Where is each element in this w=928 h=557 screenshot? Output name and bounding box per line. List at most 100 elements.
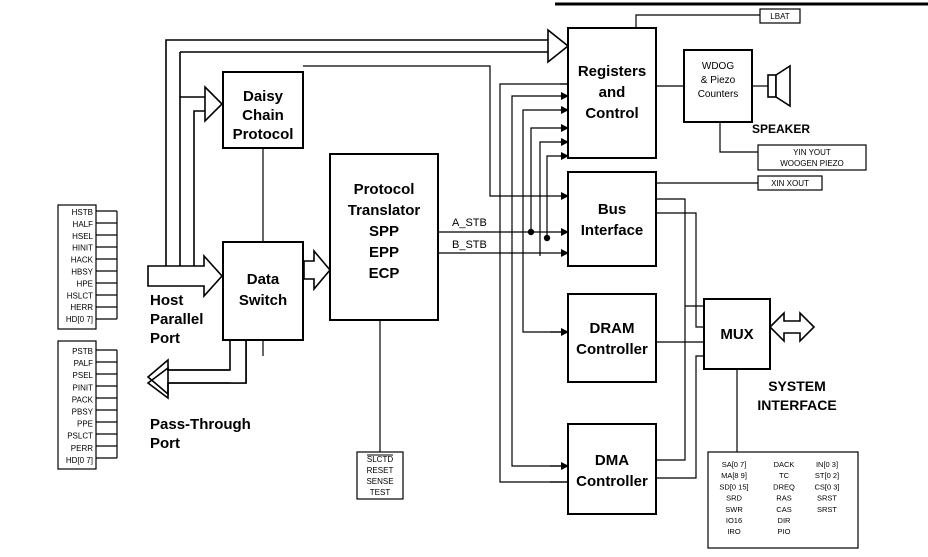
host-pin-label: HERR — [70, 303, 93, 312]
host-pin-label: HD[0 7] — [66, 315, 93, 324]
svg-text:XIN XOUT: XIN XOUT — [771, 179, 809, 188]
system-pin-label: IO16 — [726, 516, 742, 525]
system-pin-label: SD[0 15] — [719, 482, 748, 491]
system-pin-label: SRD — [726, 494, 742, 503]
host-to-registers-arrow — [165, 39, 548, 266]
bus-interface-line: Interface — [581, 222, 644, 239]
protocol-translator-line: EPP — [369, 244, 399, 261]
pass-pin-label: PBSY — [72, 408, 94, 417]
host-to-switch-arrow — [147, 253, 224, 299]
system-pin-label: PIO — [778, 527, 791, 536]
switch-to-translator-arrow — [303, 248, 332, 292]
blocks-to-mux-lines — [656, 198, 704, 479]
pass-pin-label: PERR — [71, 444, 93, 453]
svg-text:LBAT: LBAT — [770, 12, 790, 21]
daisy-chain-line: Chain — [242, 107, 284, 124]
system-pin-label: CAS — [776, 505, 791, 514]
pass-pin-label: PSLCT — [67, 432, 93, 441]
svg-text:MUX: MUX — [720, 326, 753, 343]
test-pin-label: TEST — [370, 488, 391, 497]
pass-pin-label: PINIT — [73, 383, 94, 392]
host-pin-label: HPE — [77, 279, 93, 288]
mux-block: MUX — [703, 298, 771, 370]
test-pin-label: RESET — [367, 466, 394, 475]
svg-text:YIN YOUT: YIN YOUT — [793, 148, 831, 157]
system-pin-label: CS[0 3] — [814, 482, 839, 491]
protocol-translator-line: Protocol — [354, 181, 415, 198]
system-pin-label: DACK — [774, 460, 795, 469]
xin-xout-signal-box: XIN XOUT — [757, 175, 823, 191]
pass-pin-label: HD[0 7] — [66, 456, 93, 465]
pass-pin-label: PALF — [74, 359, 94, 368]
lbat-signal-box: LBAT — [759, 8, 801, 24]
wdog-line: & Piezo — [701, 75, 736, 86]
pass-pin-label: PSTB — [72, 347, 93, 356]
host-pin-label: HINIT — [72, 244, 93, 253]
bus-to-register-lines — [499, 83, 568, 256]
speaker-label: SPEAKER — [752, 122, 810, 136]
test-pin-box: SLCTD RESET SENSE TEST — [356, 451, 404, 500]
host-port-pin-table: HSTBHALFHSELHINITHACKHBSYHPEHSLCTHERRHD[… — [57, 204, 118, 330]
pass-pin-label: PSEL — [73, 371, 94, 380]
system-pin-label: MA[8 9] — [721, 471, 747, 480]
system-pin-label: IN[0 3] — [816, 460, 838, 469]
pass-pin-label: PPE — [77, 420, 93, 429]
bus-to-dram-lines — [499, 256, 568, 483]
daisy-chain-line: Protocol — [233, 126, 294, 143]
system-pin-label: SRST — [817, 494, 837, 503]
system-pin-label: SRST — [817, 505, 837, 514]
host-pin-label: HSLCT — [67, 291, 93, 300]
a-stb-label: A_STB — [452, 217, 487, 229]
test-pin-label: SENSE — [366, 477, 393, 486]
daisy-to-bus-arrow — [303, 65, 569, 200]
registers-line: Registers — [578, 63, 646, 80]
system-pin-label: TC — [779, 471, 790, 480]
host-port-label-line: Host — [150, 292, 183, 309]
system-pin-label: SWR — [725, 505, 743, 514]
mux-bidirectional-arrow — [768, 311, 816, 343]
wdog-line: WDOG — [702, 61, 734, 72]
dma-controller-line: Controller — [576, 473, 648, 490]
system-interface-label-line: SYSTEM — [768, 378, 826, 394]
system-pin-label: DIR — [778, 516, 792, 525]
svg-text:WOOGEN PIEZO: WOOGEN PIEZO — [780, 159, 844, 168]
pass-through-pin-table: PSTB PALF PSEL PINIT PACK PBSY PPE PSLCT PERR HD[… — [57, 340, 118, 470]
test-pin-label: SLCTD — [367, 455, 393, 464]
protocol-translator-line: ECP — [369, 265, 400, 282]
host-pin-label: HSEL — [72, 232, 93, 241]
host-pin-label: HBSY — [71, 268, 93, 277]
pass-pin-label: PACK — [72, 395, 94, 404]
host-pin-label: HSTB — [72, 208, 93, 217]
system-pin-label: DREQ — [773, 482, 795, 491]
system-pin-label: SA[0 7] — [722, 460, 747, 469]
data-switch-line: Data — [247, 271, 280, 288]
host-pin-label: HACK — [71, 256, 94, 265]
system-interface-pin-box: SA[0 7]MA[8 9]SD[0 15]SRDSWRIO16IRODACKT… — [707, 451, 859, 549]
system-interface-label-line: INTERFACE — [757, 397, 836, 413]
wdog-yin-link — [719, 122, 758, 153]
host-to-daisy-arrow — [179, 96, 205, 266]
dma-controller-line: DMA — [595, 452, 629, 469]
daisy-chain-line: Daisy — [243, 88, 284, 105]
data-switch-line: Switch — [239, 292, 287, 309]
system-pin-label: RAS — [776, 494, 791, 503]
protocol-translator-line: Translator — [348, 202, 421, 219]
pass-through-label-line: Port — [150, 435, 180, 452]
registers-line: Control — [585, 105, 638, 122]
